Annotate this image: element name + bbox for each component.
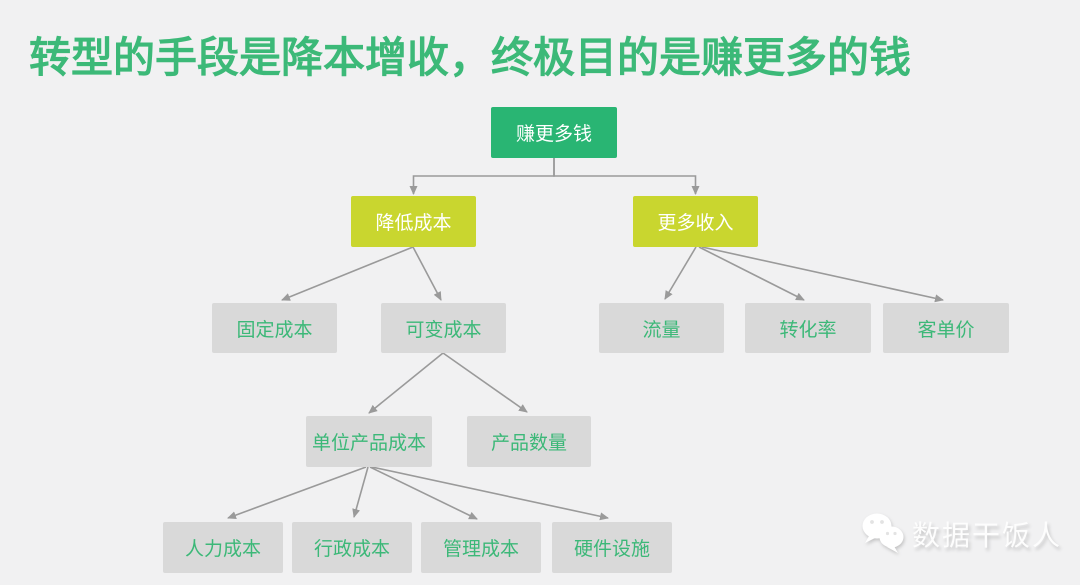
node-labor-cost: 人力成本 (163, 522, 283, 573)
node-label: 可变成本 (405, 319, 482, 341)
node-product-quantity: 产品数量 (467, 416, 591, 467)
node-label: 单位产品成本 (311, 433, 426, 454)
node-reduce-cost: 降低成本 (351, 196, 476, 247)
node-traffic: 流量 (599, 303, 724, 353)
node-conversion-rate: 转化率 (745, 303, 871, 353)
node-root: 赚更多钱 (491, 107, 617, 158)
node-avg-order-value: 客单价 (883, 303, 1009, 353)
node-unit-product-cost: 单位产品成本 (306, 416, 432, 467)
page-title: 转型的手段是降本增收，终极目的是赚更多的钱 (29, 34, 912, 81)
watermark: 数据干饭人 (860, 512, 1062, 556)
node-label: 赚更多钱 (515, 124, 592, 145)
edge-more-income-avg-order-value (701, 246, 944, 303)
wechat-icon (862, 513, 904, 553)
edge-more-income-traffic (664, 246, 697, 300)
edge-variable-cost-unit-product-cost (368, 352, 444, 414)
edge-root-reduce-cost (409, 158, 555, 195)
node-label: 行政成本 (313, 539, 390, 560)
node-label: 流量 (642, 319, 681, 341)
node-admin-cost: 行政成本 (292, 522, 412, 573)
node-label: 更多收入 (657, 213, 734, 234)
node-variable-cost: 可变成本 (381, 303, 506, 353)
node-fixed-cost: 固定成本 (212, 303, 337, 353)
edge-more-income-conversion-rate (698, 246, 805, 301)
node-label: 产品数量 (490, 433, 567, 454)
node-label: 管理成本 (442, 539, 519, 560)
watermark-label: 数据干饭人 (912, 520, 1063, 551)
node-label: 固定成本 (236, 319, 313, 341)
node-management-cost: 管理成本 (421, 522, 541, 573)
node-label: 人力成本 (184, 539, 261, 560)
edge-root-more-income (553, 158, 700, 195)
edge-reduce-cost-variable-cost (412, 246, 442, 301)
node-label: 转化率 (779, 319, 837, 341)
edge-unit-product-cost-hardware-facilities (371, 466, 609, 521)
node-more-income: 更多收入 (633, 196, 758, 247)
edge-unit-product-cost-management-cost (369, 466, 478, 520)
node-label: 硬件设施 (573, 539, 650, 560)
edge-unit-product-cost-labor-cost (227, 466, 367, 519)
edge-unit-product-cost-admin-cost (352, 466, 369, 518)
node-label: 客单价 (917, 319, 975, 341)
node-label: 降低成本 (375, 213, 452, 234)
edge-reduce-cost-fixed-cost (281, 246, 414, 301)
node-hardware-facilities: 硬件设施 (552, 522, 672, 573)
edge-variable-cost-product-quantity (442, 352, 528, 413)
